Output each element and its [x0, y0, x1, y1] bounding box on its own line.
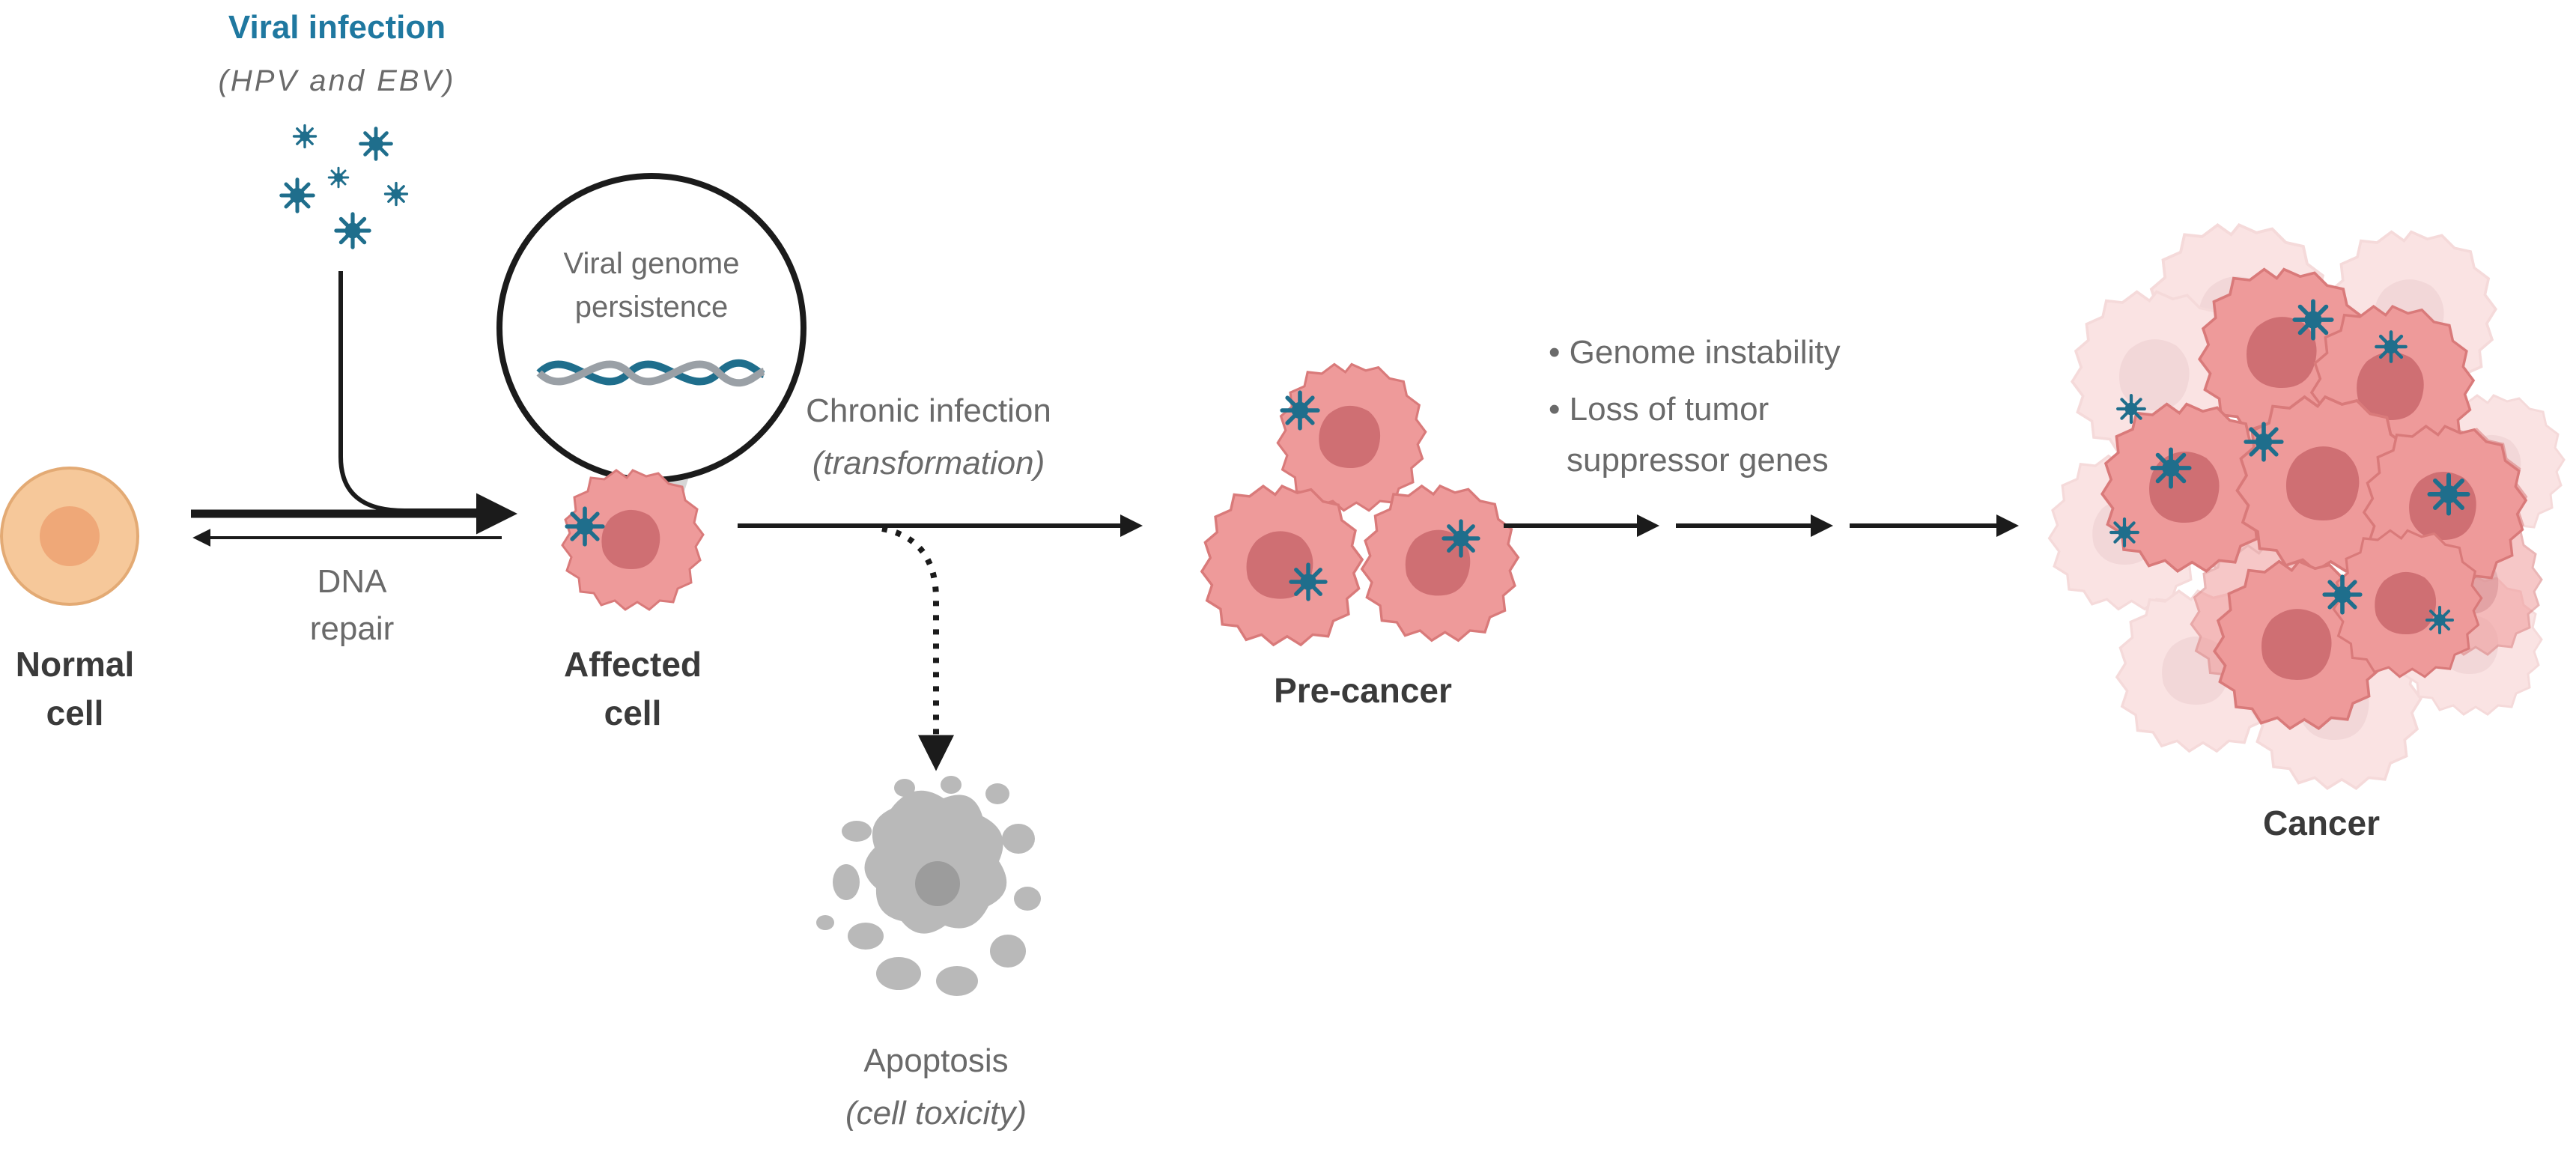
apoptosis-arrow	[881, 526, 954, 771]
normal-cell	[0, 467, 139, 606]
label-affected-cell-line2: cell	[604, 693, 662, 732]
viral-infection-subtitle: (HPV and EBV)	[218, 64, 456, 97]
label-affected-cell-line1: Affected	[563, 645, 702, 684]
affected-cell	[561, 469, 705, 611]
apoptosis-line1: Apoptosis	[863, 1042, 1009, 1079]
dna-repair-line2: repair	[309, 610, 395, 647]
label-normal-cell-line2: cell	[46, 693, 104, 732]
cancer-cluster	[2047, 223, 2566, 790]
viral-infection-title: Viral infection	[228, 9, 446, 46]
infection-path	[338, 271, 479, 513]
zoom-circle	[496, 173, 806, 483]
apoptotic-body	[816, 776, 1041, 996]
label-normal-cell-line1: Normal	[15, 645, 135, 684]
bullet-loss-of-tumor: • Loss of tumor	[1549, 391, 1770, 428]
label-pre-cancer: Pre-cancer	[1274, 671, 1452, 710]
label-cancer: Cancer	[2263, 804, 2380, 842]
bullet-suppressor-genes: suppressor genes	[1567, 442, 1829, 479]
dna-repair-line1: DNA	[317, 563, 387, 600]
pre-cancer-cells	[1200, 362, 1520, 646]
zoom-text-line2: persistence	[574, 291, 729, 324]
chronic-infection-line2: (transformation)	[812, 445, 1045, 482]
zoom-text-line1: Viral genome	[563, 247, 740, 280]
bullet-genome-instability: • Genome instability	[1549, 334, 1841, 371]
chronic-infection-line1: Chronic infection	[806, 392, 1051, 429]
viral-particles	[282, 124, 409, 248]
apoptosis-line2: (cell toxicity)	[845, 1095, 1027, 1132]
dna-helix-icon	[536, 359, 765, 387]
